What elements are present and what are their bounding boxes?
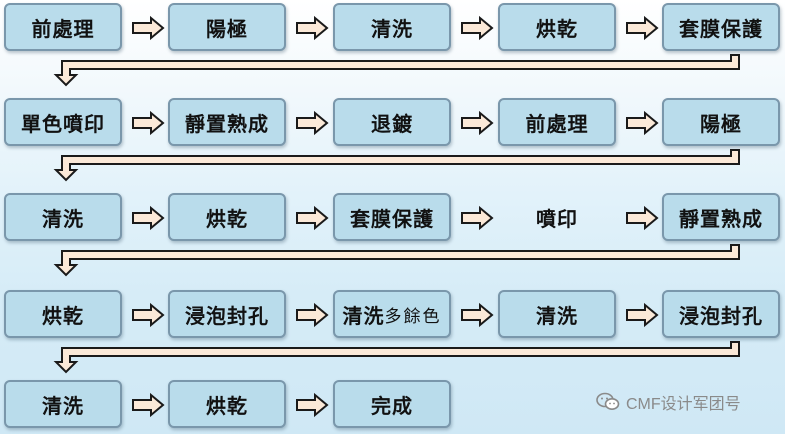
step-label: 烘乾	[536, 16, 578, 41]
step-label: 清洗	[42, 206, 84, 231]
step-box: 完成	[333, 380, 451, 428]
flow-arrow-icon	[296, 302, 329, 328]
step-label: 陽極	[206, 16, 248, 41]
step-label: 單色噴印	[21, 111, 105, 136]
flow-arrow-icon	[626, 205, 659, 231]
step-label: 烘乾	[42, 303, 84, 328]
step-label: 靜置熟成	[679, 206, 763, 231]
step-label: 浸泡封孔	[679, 303, 763, 328]
step-label: 烘乾	[206, 206, 248, 231]
step-box: 清洗	[4, 380, 122, 428]
step-label: 陽極	[700, 111, 742, 136]
step-label: 前處理	[525, 111, 589, 136]
step-box: 浸泡封孔	[168, 290, 286, 338]
step-box: 前處理	[498, 98, 616, 146]
step-label: 退鍍	[371, 111, 413, 136]
wechat-icon	[596, 392, 620, 410]
step-box: 退鍍	[333, 98, 451, 146]
flow-arrow-icon	[296, 15, 329, 41]
flow-arrow-icon	[296, 392, 329, 418]
flow-arrow-icon	[626, 15, 659, 41]
step-box: 烘乾	[168, 193, 286, 241]
step-label: 套膜保護	[679, 16, 763, 41]
flow-arrow-icon	[626, 302, 659, 328]
step-box: 烘乾	[4, 290, 122, 338]
step-box: 靜置熟成	[662, 193, 780, 241]
step-box: 陽極	[168, 3, 286, 51]
flow-arrow-icon	[461, 205, 494, 231]
flow-arrow-icon	[132, 205, 165, 231]
step-box: 套膜保護	[662, 3, 780, 51]
flow-arrow-icon	[132, 392, 165, 418]
step-label: 完成	[371, 393, 413, 418]
step-label: 套膜保護	[350, 206, 434, 231]
step-label: 清洗	[371, 16, 413, 41]
row-connector-arrow-icon	[53, 341, 740, 374]
step-box: 靜置熟成	[168, 98, 286, 146]
step-label: 浸泡封孔	[185, 303, 269, 328]
step-label-suffix: 多餘色	[384, 306, 442, 327]
flow-arrow-icon	[132, 15, 165, 41]
step-label: 烘乾	[206, 393, 248, 418]
step-box: 清洗	[498, 290, 616, 338]
row-connector-arrow-icon	[53, 244, 740, 277]
flow-arrow-icon	[461, 15, 494, 41]
step-box: 烘乾	[498, 3, 616, 51]
step-label: 清洗	[342, 303, 385, 328]
step-box: 浸泡封孔	[662, 290, 780, 338]
step-label: 靜置熟成	[185, 111, 269, 136]
step-box: 清洗多餘色	[333, 290, 451, 338]
step-box: 陽極	[662, 98, 780, 146]
watermark: CMF设计军团号	[596, 390, 741, 414]
step-box: 前處理	[4, 3, 122, 51]
flow-arrow-icon	[626, 110, 659, 136]
step-box: 套膜保護	[333, 193, 451, 241]
flow-arrow-icon	[296, 205, 329, 231]
step-box: 烘乾	[168, 380, 286, 428]
step-box: 單色噴印	[4, 98, 122, 146]
step-box: 清洗	[4, 193, 122, 241]
flow-arrow-icon	[461, 110, 494, 136]
step-label: 清洗	[536, 303, 578, 328]
step-box: 噴印	[498, 193, 616, 241]
step-label: 前處理	[31, 16, 95, 41]
step-label: 噴印	[536, 206, 578, 231]
flow-arrow-icon	[132, 110, 165, 136]
watermark-text: CMF设计军团号	[626, 396, 741, 413]
row-connector-arrow-icon	[53, 54, 740, 87]
step-box: 清洗	[333, 3, 451, 51]
row-connector-arrow-icon	[53, 149, 740, 182]
step-label: 清洗	[42, 393, 84, 418]
flow-arrow-icon	[296, 110, 329, 136]
flow-arrow-icon	[132, 302, 165, 328]
flow-arrow-icon	[461, 302, 494, 328]
